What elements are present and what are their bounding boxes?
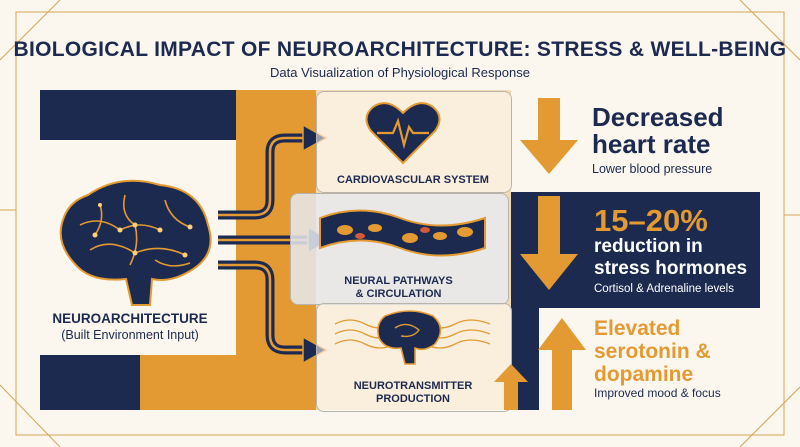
- up-arrow-icon: [494, 364, 528, 410]
- neurotransmitter-label-2: PRODUCTION: [376, 393, 450, 405]
- page-title: BIOLOGICAL IMPACT OF NEUROARCHITECTURE: …: [13, 38, 787, 61]
- circulation-icon: [319, 209, 486, 257]
- outcome-3-detail: Improved mood & focus: [594, 386, 721, 400]
- outcome-1-detail: Lower blood pressure: [592, 162, 713, 176]
- neurotransmitter-label-1: NEUROTRANSMITTER: [353, 380, 473, 392]
- outcome-3-line1: Elevated: [594, 317, 681, 340]
- cardiovascular-label: CARDIOVASCULAR SYSTEM: [337, 174, 489, 186]
- outcome-2-line2: stress hormones: [594, 258, 748, 279]
- input-sublabel: (Built Environment Input): [61, 328, 199, 342]
- down-arrow-icon: [520, 98, 578, 174]
- outcome-2-detail: Cortisol & Adrenaline levels: [594, 283, 734, 295]
- input-label: NEUROARCHITECTURE: [52, 311, 208, 326]
- bg-block: [140, 355, 236, 410]
- page-subtitle: Data Visualization of Physiological Resp…: [270, 65, 530, 80]
- brain-icon: [335, 310, 490, 365]
- brain-illustration-icon: [59, 179, 212, 306]
- bg-block: [40, 90, 236, 140]
- outcome-2-headline: 15–20%: [594, 203, 708, 238]
- up-arrow-icon: [538, 318, 586, 410]
- outcome-1-line1: Decreased: [592, 102, 724, 132]
- circulation-label-1: NEURAL PATHWAYS: [344, 275, 453, 287]
- outcome-3-line3: dopamine: [594, 363, 694, 386]
- outcome-3-line2: serotonin &: [594, 340, 711, 363]
- outcome-1-line2: heart rate: [592, 129, 711, 159]
- circulation-label-2: & CIRCULATION: [355, 288, 442, 300]
- heart-icon: [365, 102, 441, 165]
- outcome-2-line1: reduction in: [594, 236, 703, 257]
- down-arrow-icon: [520, 196, 578, 290]
- bg-block: [40, 355, 140, 410]
